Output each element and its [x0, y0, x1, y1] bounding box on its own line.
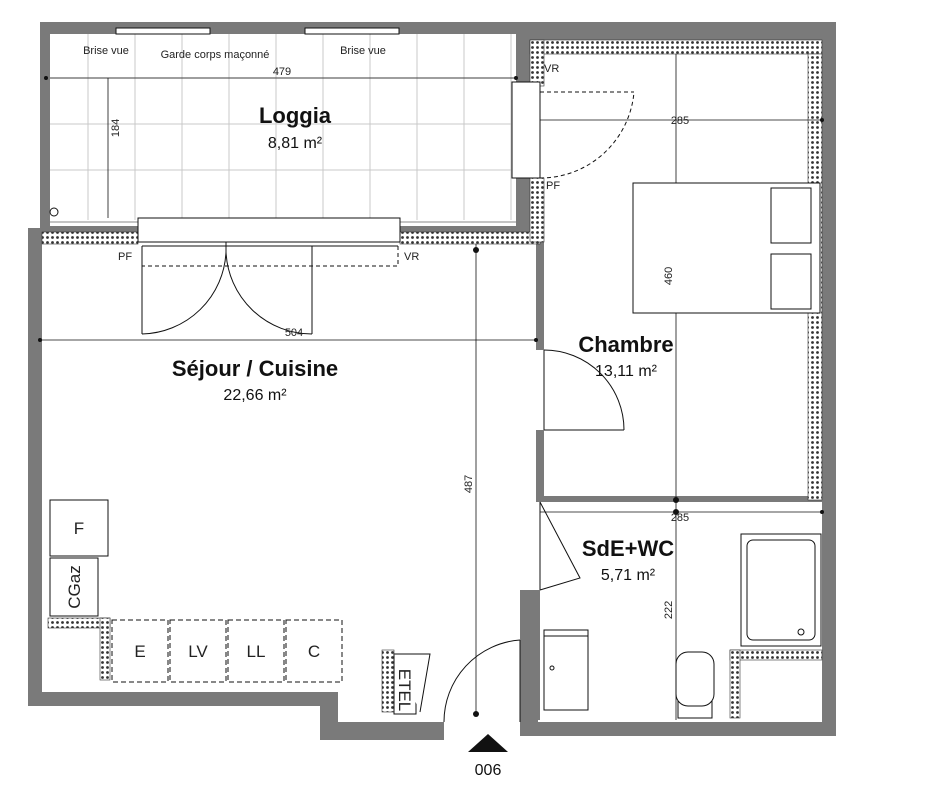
walls	[28, 22, 836, 740]
equip-lv: LV	[188, 642, 208, 661]
equip-c: C	[308, 642, 320, 661]
note-garde-corps: Garde corps maçonné	[161, 49, 270, 61]
tag-vr-sejour: VR	[404, 251, 419, 263]
loggia-area	[47, 31, 519, 223]
dim-sde-width: 285	[671, 512, 689, 524]
dim-sde-depth: 222	[663, 601, 675, 619]
tag-pf-sejour: PF	[118, 251, 132, 263]
markers	[38, 76, 824, 717]
tag-pf-chambre: PF	[546, 180, 560, 192]
equip-e: E	[134, 642, 145, 661]
loggia-tiles	[50, 34, 516, 220]
equip-ll: LL	[247, 642, 266, 661]
bed	[632, 182, 821, 314]
equip-gas-meter: CGaz	[65, 565, 84, 608]
dim-sejour-width: 504	[285, 327, 303, 339]
entry-label: 006	[475, 762, 502, 779]
entry-arrow-icon	[468, 734, 508, 752]
sde-door	[539, 501, 581, 591]
dim-sejour-depth: 487	[463, 475, 475, 493]
chambre-door	[543, 349, 625, 431]
toilet	[675, 651, 715, 719]
sde-name: SdE+WC	[582, 536, 674, 561]
equip-fridge: F	[74, 519, 84, 538]
chambre-area-label: 13,11 m²	[595, 363, 658, 380]
chambre-window	[539, 90, 635, 179]
sejour-name: Séjour / Cuisine	[172, 356, 338, 381]
window-frames	[115, 27, 541, 243]
entry-door	[443, 639, 521, 723]
chambre-name: Chambre	[578, 332, 673, 357]
dim-chambre-depth: 460	[663, 267, 675, 285]
dim-loggia-width: 479	[273, 66, 291, 78]
sde-area-label: 5,71 m²	[601, 567, 656, 584]
washbasin	[543, 629, 589, 711]
dim-loggia-depth: 184	[110, 119, 122, 137]
loggia-name: Loggia	[259, 103, 332, 128]
dim-chambre-width: 285	[671, 115, 689, 127]
insulation	[41, 39, 823, 719]
note-brise-vue-left: Brise vue	[83, 45, 129, 57]
note-brise-vue-right: Brise vue	[340, 45, 386, 57]
bathtub	[740, 533, 822, 647]
loggia-area-label: 8,81 m²	[268, 135, 323, 152]
equip-etel: ETEL	[395, 669, 414, 712]
kitchen-units	[49, 499, 343, 683]
tag-vr-chambre: VR	[544, 63, 559, 75]
sejour-area-label: 22,66 m²	[223, 387, 287, 404]
etel-box	[393, 653, 431, 715]
loggia-sliding-door	[141, 242, 399, 335]
